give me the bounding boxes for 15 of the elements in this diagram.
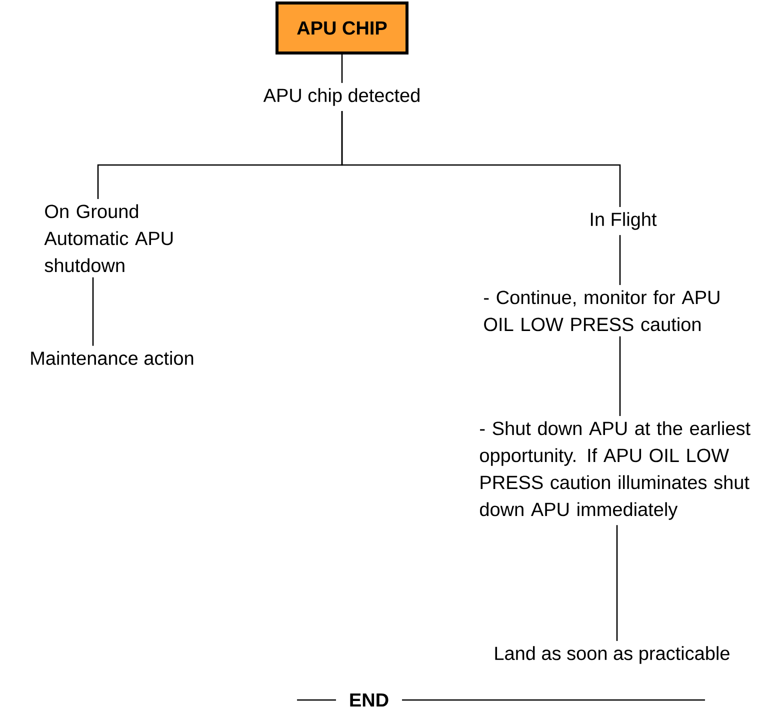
connector-line — [341, 54, 343, 83]
step-text: - Continue, monitor for APU OIL LOW PRESS caution — [484, 290, 720, 332]
step-text: Land as soon as practicable — [495, 646, 730, 664]
connector-line — [619, 336, 621, 416]
connector-line — [92, 277, 94, 346]
title-box: APU CHIP — [276, 2, 408, 54]
connector-line — [616, 525, 618, 641]
step-text: On Ground Automatic APU shutdown — [44, 204, 173, 272]
step-text: - Shut down APU at the earliest opportunity. If APU OIL LOW PRESS caution illuminates shut down APU immediately — [480, 421, 750, 520]
step-text: In Flight — [590, 212, 657, 230]
step-text: Maintenance action — [31, 351, 194, 365]
connector-line — [341, 111, 621, 207]
step-text: APU chip detected — [263, 88, 420, 106]
end-label: END — [350, 693, 388, 707]
connector-line — [619, 235, 621, 285]
